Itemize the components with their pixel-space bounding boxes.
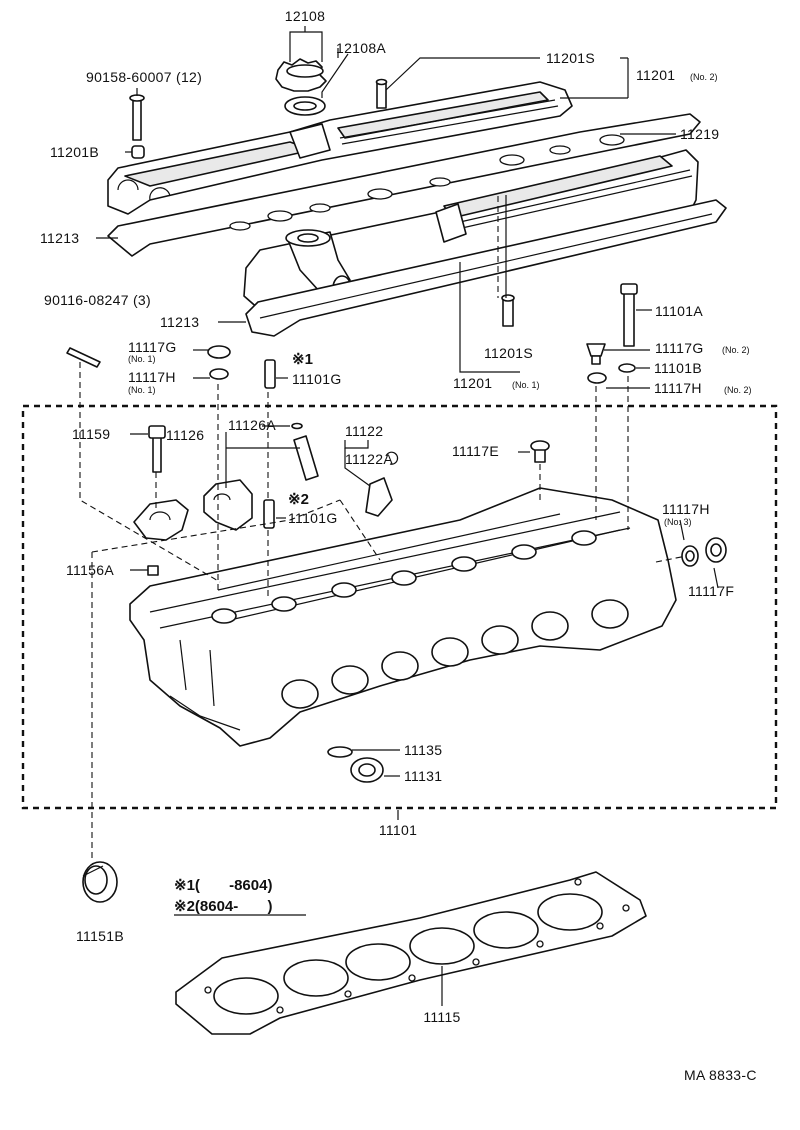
label-11117E: 11117E xyxy=(452,443,499,459)
bearing-cap-left xyxy=(133,499,189,541)
label-11101: 11101 xyxy=(379,822,417,838)
label-11151B: 11151B xyxy=(76,928,124,944)
label-11117G-no2: 11117G xyxy=(655,340,704,356)
seal-11135 xyxy=(327,746,353,758)
plug-11117G-no2 xyxy=(586,343,606,365)
label-11126A: 11126A xyxy=(228,417,276,433)
label-11117H-no2-sub: (No. 2) xyxy=(724,385,752,395)
label-11122: 11122 xyxy=(345,423,383,439)
label-11156A: 11156A xyxy=(66,562,114,578)
label-11101B: 11101B xyxy=(654,360,702,376)
label-90158: 90158-60007 (12) xyxy=(86,69,202,85)
label-11117F: 11117F xyxy=(688,583,734,599)
cover-bolt xyxy=(129,94,145,141)
plug-11117E xyxy=(530,440,550,463)
cover-grommet xyxy=(131,145,145,159)
label-11117G-no1: 11117G xyxy=(128,339,177,355)
plug-11156A xyxy=(147,565,159,576)
cylinder-head xyxy=(129,487,677,747)
plug-11117G-no1 xyxy=(207,345,231,359)
label-11201B: 11201B xyxy=(50,144,99,160)
note-1: ※1( -8604) xyxy=(174,877,272,894)
label-11117H-no2: 11117H xyxy=(654,380,702,396)
sleeve-11122 xyxy=(365,451,399,517)
label-11201S-top: 11201S xyxy=(546,50,595,66)
dowel-11101G-mid xyxy=(263,499,275,529)
label-11159: 11159 xyxy=(72,426,110,442)
cylinder-head-assembly-frame xyxy=(21,404,778,810)
cam-bore-row xyxy=(211,530,597,624)
label-11101G-mid: 11101G xyxy=(288,510,338,526)
dowel-11101G-top xyxy=(264,359,276,389)
label-11201S-mid: 11201S xyxy=(484,345,533,361)
stud-90116 xyxy=(66,347,101,368)
cylinder-head-gasket xyxy=(175,871,647,1035)
cylinder-head-cover-no2 xyxy=(107,81,573,215)
breather-nipple-mid xyxy=(501,294,515,327)
label-11213-b: 11213 xyxy=(160,314,199,330)
seal-11117H-no3 xyxy=(681,545,699,567)
drawing-code: MA 8833-C xyxy=(684,1067,757,1083)
production-notes: ※1( -8604) ※2(8604- ) xyxy=(174,877,306,916)
label-12108: 12108 xyxy=(285,8,325,24)
cover-gasket-lower xyxy=(245,199,727,337)
label-11117G-no2-sub: (No. 2) xyxy=(722,345,750,355)
label-11201-no2: 11201 xyxy=(636,67,675,83)
intake-ports xyxy=(281,599,629,709)
oil-filler-cap-gasket xyxy=(284,96,326,116)
cylinder-head-cover-no1 xyxy=(243,149,699,311)
label-11213-a: 11213 xyxy=(40,230,79,246)
pin-11126A xyxy=(291,422,303,430)
bearing-cap-11126 xyxy=(203,479,253,531)
label-11135: 11135 xyxy=(404,742,442,758)
label-90116: 90116-08247 (3) xyxy=(44,292,151,308)
label-11117H-no3-sub: (No. 3) xyxy=(664,517,692,527)
label-11219: 11219 xyxy=(680,126,719,142)
seal-11117H-no2 xyxy=(587,372,607,384)
label-11131: 11131 xyxy=(404,768,442,784)
label-11117G-no1-sub: (No. 1) xyxy=(128,354,156,364)
leader-lines xyxy=(96,26,719,1006)
oil-seal-11151B xyxy=(82,861,118,903)
oil-filler-cap xyxy=(275,58,327,92)
label-11126: 11126 xyxy=(166,427,204,443)
plug-11117F xyxy=(705,537,727,563)
label-11201-no1: 11201 xyxy=(453,375,492,391)
seal-11117H-no1 xyxy=(209,368,229,380)
label-11117H-no3: 11117H xyxy=(662,501,710,517)
washer-11101B xyxy=(618,363,636,373)
label-11117H-no1-sub: (No. 1) xyxy=(128,385,156,395)
note-2-mark: ※2 xyxy=(288,491,309,508)
bolt-11159 xyxy=(148,425,166,473)
cover-gasket-upper xyxy=(107,113,701,257)
label-11115: 11115 xyxy=(423,1009,460,1025)
label-11101G-top: 11101G xyxy=(292,371,342,387)
breather-nipple-top xyxy=(375,78,388,109)
note-2: ※2(8604- ) xyxy=(174,898,272,915)
head-bolt-11101A xyxy=(620,283,638,347)
seal-11131 xyxy=(350,757,384,783)
label-12108A: 12108A xyxy=(336,40,386,56)
tube-11126 xyxy=(293,435,319,481)
part-labels: 12108 12108A 90158-60007 (12) 11201S 112… xyxy=(40,8,752,1025)
label-11122A: 11122A xyxy=(345,451,393,467)
label-11101A: 11101A xyxy=(655,303,703,319)
label-11201-no1-sub: (No. 1) xyxy=(512,380,540,390)
note-1-mark: ※1 xyxy=(292,351,313,368)
label-11201-no2-sub: (No. 2) xyxy=(690,72,718,82)
dashed-alignment-lines xyxy=(79,196,687,860)
label-11117H-no1: 11117H xyxy=(128,369,176,385)
